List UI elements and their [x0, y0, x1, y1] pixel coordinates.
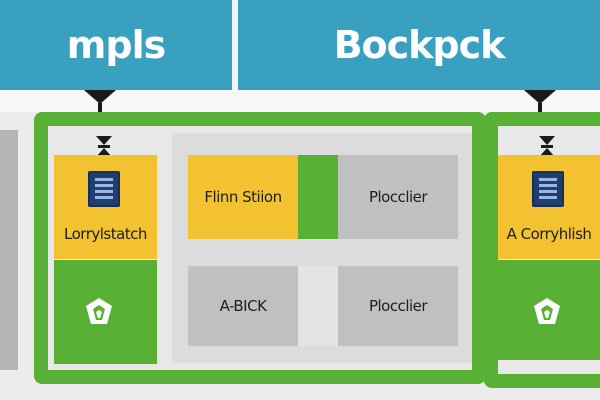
grid-cell-4: Plocclier — [338, 266, 458, 346]
grid-connector-green — [298, 155, 338, 239]
card-right-top: A Corryhlish — [498, 155, 600, 259]
grid-cell-4-label: Plocclier — [368, 297, 428, 315]
card-arrow-down-left — [96, 136, 112, 145]
connector-stem-left — [98, 103, 102, 113]
shield-icon — [84, 296, 114, 326]
grid-cell-1-label: Flinn Stiion — [204, 188, 282, 206]
shield-icon — [532, 296, 562, 326]
card-arrow-up-right — [539, 148, 555, 157]
card-arrow-up-left — [96, 148, 112, 157]
card-bar-left — [98, 145, 110, 148]
grid-cell-2: Plocclier — [338, 155, 458, 239]
grid-cell-3: A-BICK — [188, 266, 298, 346]
header-left-title: mpls — [66, 23, 166, 67]
header-left: mpls — [0, 0, 232, 90]
document-icon — [532, 171, 564, 207]
connector-stem-right — [538, 103, 542, 113]
grid-connector-gray — [298, 266, 338, 346]
grid-cell-1: Flinn Stiion — [188, 155, 298, 239]
card-bar-right — [541, 145, 553, 148]
side-strip — [0, 130, 18, 370]
card-left-bottom — [54, 260, 157, 364]
card-arrow-down-right — [539, 136, 555, 145]
card-left-label: Lorrylstatch — [64, 225, 147, 243]
connector-arrow-left — [84, 90, 116, 104]
card-left-top: Lorrylstatch — [54, 155, 157, 259]
card-right-label: A Corryhlish — [506, 225, 592, 243]
header-divider — [232, 0, 238, 90]
header-right-title: Bockpck — [333, 23, 506, 67]
header-right: Bockpck — [238, 0, 600, 90]
connector-arrow-right — [524, 90, 556, 104]
document-icon — [88, 171, 120, 207]
header-band — [0, 90, 600, 112]
grid-cell-2-label: Plocclier — [368, 188, 428, 206]
card-right-bottom — [498, 260, 600, 360]
grid-cell-3-label: A-BICK — [219, 297, 267, 315]
